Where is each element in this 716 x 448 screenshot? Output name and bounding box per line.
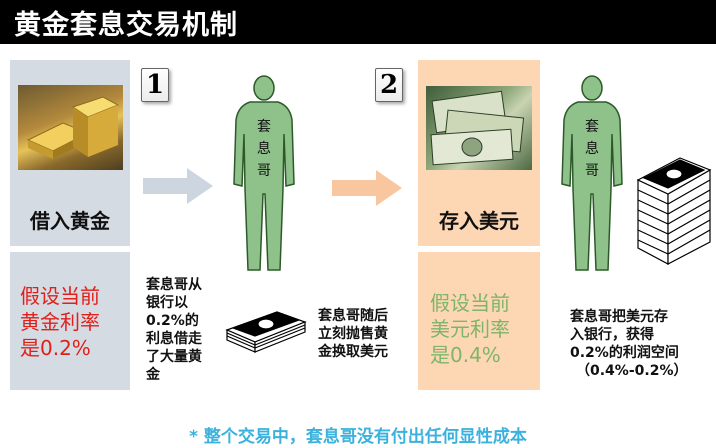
sell-gold-text: 套息哥随后 立刻抛售黄 金换取美元 <box>318 307 388 361</box>
gold-rate-line: 黄金利率 <box>20 310 100 334</box>
dollar-rate-assumption: 假设当前 美元利率 是0.4% <box>430 290 510 368</box>
sell-line: 立刻抛售黄 <box>318 326 388 342</box>
sell-line: 套息哥随后 <box>318 308 388 324</box>
dollar-bills-image <box>426 86 532 170</box>
person-silhouette-icon <box>233 75 295 271</box>
dollar-rate-line: 假设当前 <box>430 291 510 315</box>
step-number-2: 2 <box>375 68 403 102</box>
explanation-line: 银行以 <box>146 295 188 311</box>
step1-explanation: 套息哥从 银行以 0.2%的 利息借走 了大量黄 金 <box>146 276 202 384</box>
explanation-line: 金 <box>146 367 160 383</box>
step-number-1: 1 <box>141 68 169 102</box>
explanation-line: 利息借走 <box>146 331 202 347</box>
page-title: 黄金套息交易机制 <box>14 10 238 41</box>
step1-bottom-panel <box>10 252 130 390</box>
person-silhouette-icon <box>561 75 623 271</box>
person-label-char: 套 <box>257 119 271 135</box>
orange-arrow-icon <box>332 170 402 206</box>
person-label-char: 套 <box>585 119 599 135</box>
person-label-char: 哥 <box>257 163 271 179</box>
step2-label: 存入美元 <box>439 209 519 233</box>
footer-note: * 整个交易中，套息哥没有付出任何显性成本 <box>189 427 527 447</box>
money-stack-icon <box>225 311 307 353</box>
dollar-bills-icon <box>430 90 525 166</box>
explanation-line: 套息哥从 <box>146 277 202 293</box>
step2-bottom-panel <box>418 252 540 390</box>
dollar-rate-line: 美元利率 <box>430 317 510 341</box>
gold-rate-line: 假设当前 <box>20 284 100 308</box>
explanation-line: 了大量黄 <box>146 349 202 365</box>
gold-rate-line: 是0.2% <box>20 336 91 360</box>
person2-label: 套 息 哥 <box>583 116 601 182</box>
gold-bars-image <box>18 85 123 170</box>
sell-line: 金换取美元 <box>318 344 388 360</box>
final-line: 入银行，获得 <box>570 327 654 343</box>
gray-arrow-icon <box>143 168 213 204</box>
explanation-line: 0.2%的 <box>146 313 199 329</box>
final-line: 0.2%的利润空间 <box>570 345 679 361</box>
title-bar <box>0 0 716 44</box>
person-label-char: 息 <box>585 141 599 157</box>
gold-bars-icon <box>26 96 120 159</box>
gold-rate-assumption: 假设当前 黄金利率 是0.2% <box>20 283 100 361</box>
money-tower-icon <box>636 157 712 265</box>
final-profit-text: 套息哥把美元存 入银行，获得 0.2%的利润空间 （0.4%-0.2%） <box>570 308 687 380</box>
person-label-char: 息 <box>257 141 271 157</box>
final-line: （0.4%-0.2%） <box>576 363 688 379</box>
final-line: 套息哥把美元存 <box>570 309 668 325</box>
dollar-rate-line: 是0.4% <box>430 343 501 367</box>
person1-label: 套 息 哥 <box>255 116 273 182</box>
person-label-char: 哥 <box>585 163 599 179</box>
step1-label: 借入黄金 <box>30 209 110 233</box>
